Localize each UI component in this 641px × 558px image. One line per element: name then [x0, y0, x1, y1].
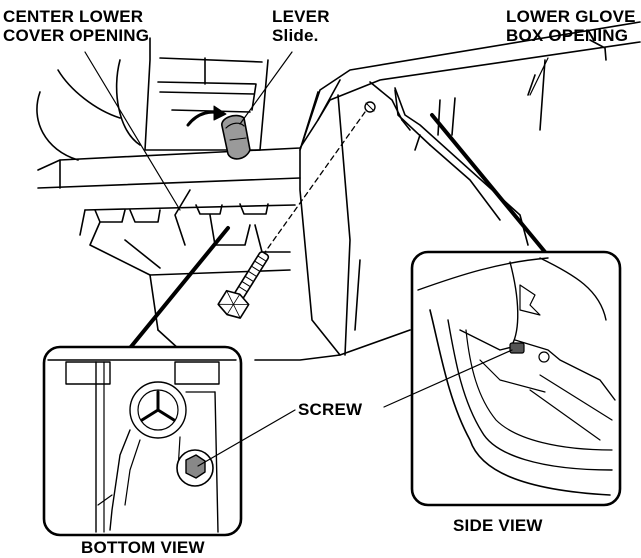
screw-path-dashed-line [257, 111, 366, 263]
leader-center-lower-cover [84, 51, 181, 211]
label-side-view: SIDE VIEW [453, 516, 543, 535]
label-lower-glove-box-opening: LOWER GLOVE BOX OPENING [506, 7, 636, 45]
leader-screw-bottom [197, 409, 296, 467]
screw-hole-icon [364, 101, 376, 113]
screw-icon [217, 251, 270, 319]
label-lever: LEVER Slide. [272, 7, 330, 45]
lever-knob [221, 114, 251, 160]
pointer-side-view [430, 113, 547, 254]
leader-screw-side [383, 349, 513, 408]
leader-lower-glove-box [529, 57, 549, 96]
pointer-bottom-view [128, 226, 230, 350]
label-center-lower-cover-opening: CENTER LOWER COVER OPENING [3, 7, 150, 45]
leader-lever [239, 51, 293, 125]
bottom-view-inset [42, 345, 243, 537]
label-bottom-view: BOTTOM VIEW [81, 538, 205, 557]
slide-arrow-head [213, 105, 227, 121]
side-view-inset [410, 250, 622, 507]
label-screw: SCREW [298, 400, 363, 419]
